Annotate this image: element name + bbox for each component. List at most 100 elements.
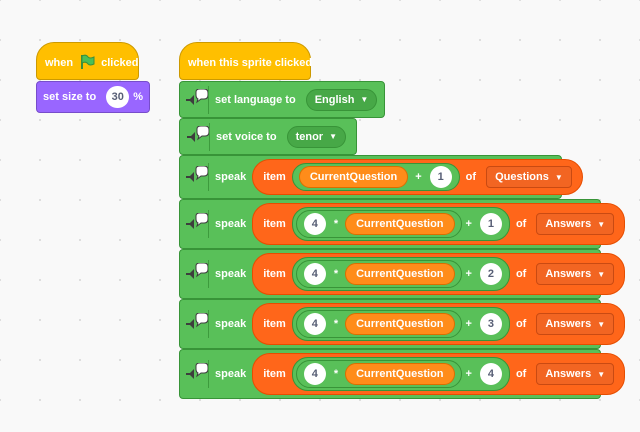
set-size-label: set size to	[43, 91, 97, 103]
when-sprite-clicked-block[interactable]: when this sprite clicked	[179, 42, 313, 80]
item-label: item	[263, 318, 286, 330]
item-label: item	[263, 268, 286, 280]
multiply-operator[interactable]: 4 * CurrentQuestion	[295, 260, 462, 288]
text-to-speech-icon	[184, 310, 209, 338]
add-value-input[interactable]: 1	[429, 166, 452, 188]
item-label: item	[263, 368, 286, 380]
multiplier-input[interactable]: 4	[303, 213, 326, 235]
of-label: of	[465, 171, 477, 183]
plus-symbol: +	[415, 171, 422, 183]
multiply-operator[interactable]: 4 * CurrentQuestion	[295, 210, 462, 238]
when-flag-clicked-block[interactable]: when clicked	[36, 42, 139, 80]
plus-symbol: +	[465, 368, 472, 380]
multiplier-input[interactable]: 4	[303, 263, 326, 285]
text-to-speech-icon	[184, 85, 209, 114]
add-operator[interactable]: 4 * CurrentQuestion + 3	[291, 307, 510, 341]
dropdown-caret-icon: ▼	[329, 132, 337, 141]
current-question-variable[interactable]: CurrentQuestion	[345, 363, 455, 385]
times-symbol: *	[333, 368, 339, 380]
set-size-block[interactable]: set size to 30 %	[36, 81, 150, 113]
list-dropdown[interactable]: Answers ▼	[536, 363, 615, 385]
text-to-speech-icon	[184, 210, 209, 238]
of-label: of	[515, 268, 527, 280]
list-name: Answers	[545, 318, 592, 330]
of-label: of	[515, 318, 527, 330]
add-value-input[interactable]: 1	[479, 213, 502, 235]
item-label: item	[263, 218, 286, 230]
list-name: Answers	[545, 368, 592, 380]
item-label: item	[263, 171, 286, 183]
plus-symbol: +	[465, 318, 472, 330]
times-symbol: *	[333, 318, 339, 330]
list-name: Questions	[495, 171, 549, 183]
current-question-variable[interactable]: CurrentQuestion	[298, 166, 409, 188]
set-language-block[interactable]: set language to English ▼	[179, 81, 385, 118]
multiplier-input[interactable]: 4	[303, 363, 326, 385]
language-dropdown[interactable]: English ▼	[305, 88, 378, 111]
dropdown-caret-icon: ▼	[597, 219, 606, 229]
multiplier-input[interactable]: 4	[303, 313, 326, 335]
current-question-variable[interactable]: CurrentQuestion	[345, 313, 455, 335]
of-label: of	[515, 218, 527, 230]
times-symbol: *	[333, 268, 339, 280]
item-of-list-reporter[interactable]: item 4 * CurrentQuestion + 1 of Answers ▼	[252, 203, 626, 245]
list-dropdown[interactable]: Questions ▼	[486, 166, 572, 188]
item-of-list-reporter[interactable]: item CurrentQuestion + 1 of Questions ▼	[252, 159, 583, 195]
speak-answer-block[interactable]: speak item 4 * CurrentQuestion + 3 of An…	[179, 299, 626, 349]
text-to-speech-icon	[184, 163, 209, 191]
when-label: when	[45, 57, 74, 69]
speak-label: speak	[215, 368, 247, 380]
add-operator[interactable]: CurrentQuestion + 1	[291, 163, 460, 191]
current-question-variable[interactable]: CurrentQuestion	[345, 213, 455, 235]
add-value-input[interactable]: 2	[479, 263, 502, 285]
speak-answer-block[interactable]: speak item 4 * CurrentQuestion + 1 of An…	[179, 199, 626, 249]
speak-label: speak	[215, 171, 247, 183]
set-language-label: set language to	[215, 93, 296, 106]
language-value: English	[314, 93, 355, 106]
add-operator[interactable]: 4 * CurrentQuestion + 2	[291, 257, 510, 291]
speak-label: speak	[215, 268, 247, 280]
item-of-list-reporter[interactable]: item 4 * CurrentQuestion + 2 of Answers ▼	[252, 253, 626, 295]
speak-label: speak	[215, 218, 247, 230]
dropdown-caret-icon: ▼	[597, 369, 606, 379]
dropdown-caret-icon: ▼	[360, 95, 369, 104]
set-voice-label: set voice to	[216, 130, 277, 143]
list-dropdown[interactable]: Answers ▼	[536, 213, 615, 235]
when-sprite-clicked-label: when this sprite clicked	[188, 57, 313, 69]
add-value-input[interactable]: 3	[479, 313, 502, 335]
dropdown-caret-icon: ▼	[597, 269, 606, 279]
add-value-input[interactable]: 4	[479, 363, 502, 385]
of-label: of	[515, 368, 527, 380]
multiply-operator[interactable]: 4 * CurrentQuestion	[295, 310, 462, 338]
percent-label: %	[133, 91, 143, 103]
add-operator[interactable]: 4 * CurrentQuestion + 1	[291, 207, 510, 241]
voice-value: tenor	[295, 130, 324, 143]
speak-answer-block[interactable]: speak item 4 * CurrentQuestion + 4 of An…	[179, 349, 626, 399]
list-name: Answers	[545, 218, 592, 230]
dropdown-caret-icon: ▼	[554, 172, 563, 182]
green-flag-icon	[79, 54, 95, 73]
text-to-speech-icon	[184, 260, 209, 288]
speak-label: speak	[215, 318, 247, 330]
dropdown-caret-icon: ▼	[597, 319, 606, 329]
set-voice-block[interactable]: set voice to tenor ▼	[179, 118, 357, 155]
size-value-input[interactable]: 30	[106, 86, 130, 108]
times-symbol: *	[333, 218, 339, 230]
current-question-variable[interactable]: CurrentQuestion	[345, 263, 455, 285]
item-of-list-reporter[interactable]: item 4 * CurrentQuestion + 4 of Answers ▼	[252, 353, 626, 395]
plus-symbol: +	[465, 268, 472, 280]
speak-answer-block[interactable]: speak item 4 * CurrentQuestion + 2 of An…	[179, 249, 626, 299]
plus-symbol: +	[465, 218, 472, 230]
list-name: Answers	[545, 268, 592, 280]
text-to-speech-icon	[184, 360, 209, 388]
multiply-operator[interactable]: 4 * CurrentQuestion	[295, 360, 462, 388]
list-dropdown[interactable]: Answers ▼	[536, 313, 615, 335]
clicked-label: clicked	[101, 57, 139, 69]
list-dropdown[interactable]: Answers ▼	[536, 263, 615, 285]
text-to-speech-icon	[184, 122, 211, 151]
add-operator[interactable]: 4 * CurrentQuestion + 4	[291, 357, 510, 391]
item-of-list-reporter[interactable]: item 4 * CurrentQuestion + 3 of Answers ▼	[252, 303, 626, 345]
speak-question-block[interactable]: speak item CurrentQuestion + 1 of Questi…	[179, 155, 583, 199]
voice-dropdown[interactable]: tenor ▼	[286, 125, 346, 148]
